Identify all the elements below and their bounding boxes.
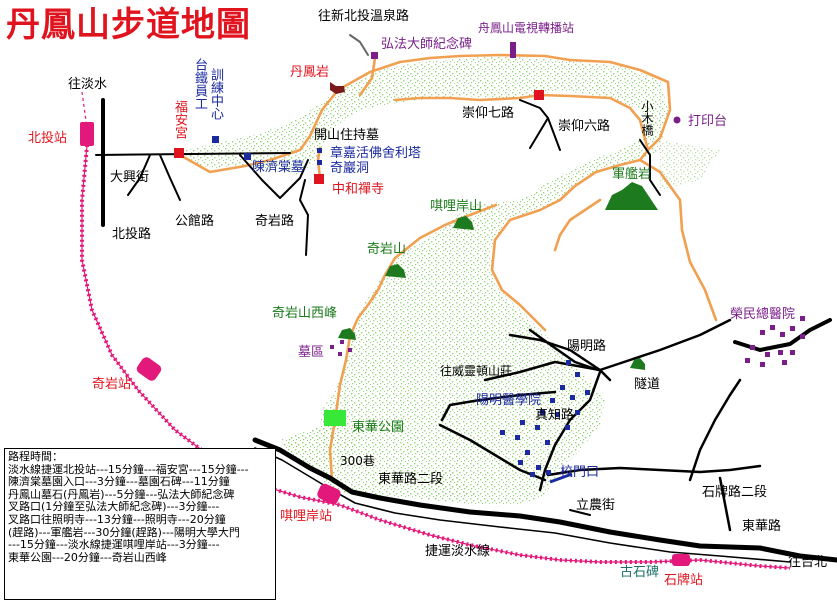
tunnel-mountain-icon (630, 358, 645, 370)
label-qiyan-mtn: 奇岩山 (367, 242, 407, 257)
label-lizhong-st: 立農街 (576, 498, 616, 513)
label-qilian-station: 唭哩岸站 (280, 509, 333, 524)
label-to-danshui: 往淡水 (68, 77, 108, 92)
label-gushi-stele: 古石碑 (620, 565, 660, 580)
print-platform-marker (673, 116, 681, 124)
qiyan-west-peak-icon (338, 328, 356, 340)
beitou-station-marker[interactable] (80, 122, 94, 146)
label-donghua-rd: 東華路 (742, 519, 782, 534)
travel-time-legend: 路程時間： 淡水線捷運北投站---15分鐘---福安宮---15分鐘--- 陳濟… (4, 448, 276, 600)
legend-line: 叉路口(1分鐘至弘法大師紀念碑)---3分鐘--- (8, 501, 220, 514)
temple-markers (174, 90, 544, 184)
qiyan-station-marker[interactable] (135, 355, 163, 382)
label-yangming-med: 陽明醫學院 (476, 393, 542, 408)
label-to-weiling: 往威靈頓山莊 (440, 364, 513, 378)
qilian-mountain-icon (453, 216, 474, 230)
label-print-platform: 打印台 (688, 114, 728, 129)
label-qiyan-cave: 奇巖洞 (330, 161, 370, 176)
label-beitou-station: 北投站 (28, 131, 68, 146)
legend-line: 路程時間： (8, 451, 63, 463)
label-school-gate: 校門口 (560, 465, 600, 480)
label-fuan-temple: 福安宮 (172, 100, 187, 139)
label-rail-training: 訓練中心 (208, 68, 223, 120)
page-title: 丹鳳山步道地圖 (6, 5, 251, 45)
hongfa-marker (371, 52, 378, 59)
label-hongfa: 弘法大師紀念碑 (381, 37, 473, 52)
label-tunnel: 隧道 (634, 377, 661, 392)
legend-line: 陳濟棠墓園入口---3分鐘---墓園石碑---11分鐘 (8, 476, 230, 489)
qiyan-mountain-icon (385, 264, 406, 278)
tv-station-marker (510, 42, 516, 58)
label-daxing-st: 大興街 (110, 170, 150, 185)
legend-line: 叉路口往照明寺---13分鐘---照明寺---20分鐘 (8, 513, 226, 526)
chongyang-marker[interactable] (534, 90, 544, 100)
label-lane300: 300巷 (340, 454, 375, 468)
label-qiyan-west-peak: 奇岩山西峰 (272, 306, 338, 321)
label-donghua-rd2: 東華路二段 (378, 472, 444, 487)
junjian-rock-icon (605, 182, 658, 210)
label-tv-station: 舟鳳山電視轉播站 (478, 21, 575, 35)
label-chongyang6: 崇仰六路 (558, 119, 611, 134)
label-qiyan-station: 奇岩站 (92, 377, 132, 392)
label-to-hotspring: 往新北投溫泉路 (318, 9, 410, 24)
trails (178, 53, 718, 482)
donghua-park-marker (324, 410, 346, 426)
label-chen-ji-tang: 陳濟棠墓 (252, 160, 305, 175)
label-beitou-rd: 北投路 (112, 227, 152, 242)
label-shipai-station: 石牌站 (664, 573, 704, 588)
label-gongguan-rd: 公館路 (175, 214, 215, 229)
legend-line: 淡水線捷運北投站---15分鐘---福安宮---15分鐘--- (8, 463, 249, 476)
label-qilian-mtn: 唭哩岸山 (430, 199, 483, 214)
label-shipai-rd2: 石牌路二段 (702, 485, 768, 500)
legend-line: 東華公園---20分鐘---奇岩山西峰 (8, 551, 167, 564)
label-small-bridge: 小木橋 (640, 100, 654, 136)
roads (95, 34, 837, 563)
label-cemetery: 墓區 (298, 345, 325, 360)
label-zhangjia: 章嘉活佛舍利塔 (330, 146, 422, 161)
fuan-temple-marker[interactable] (174, 148, 184, 158)
label-veterans-hospital: 榮民總醫院 (730, 307, 796, 322)
label-junjian-rock: 軍艦岩 (612, 167, 652, 182)
zhonghe-temple-marker[interactable] (314, 174, 324, 184)
label-to-taipei: 往台北 (788, 555, 828, 570)
label-kaishan-tomb: 開山住持墓 (314, 128, 380, 143)
qilian-station-marker[interactable] (316, 482, 343, 506)
label-chongyang7: 崇仰七路 (462, 106, 515, 121)
label-zhenzhi-rd: 真知路 (535, 408, 575, 423)
label-rail-training-a: 台鐵員工 (192, 58, 207, 110)
school-gate-marker (549, 472, 573, 484)
label-donghua-park: 東華公園 (352, 420, 405, 435)
legend-line: ---15分鐘---淡水線捷運唭哩岸站---3分鐘--- (8, 539, 220, 552)
mountains (338, 182, 658, 370)
label-danfeng-rock: 丹鳳岩 (290, 65, 330, 80)
legend-line: (趕路)---軍艦岩---30分鐘(趕路)---陽明大學大門 (8, 526, 240, 539)
stations (80, 122, 690, 566)
shipai-station-marker[interactable] (672, 554, 690, 566)
danfeng-rock-icon (330, 82, 345, 94)
purple-markers (330, 42, 805, 367)
label-yangming-rd: 陽明路 (567, 339, 607, 354)
label-qiyan-rd: 奇岩路 (255, 214, 295, 229)
label-zhonghe-temple: 中和禪寺 (332, 182, 385, 197)
legend-line: 丹鳳山墓石(丹鳳岩)---5分鐘---弘法大師紀念碑 (8, 488, 235, 501)
label-mrt-line: 捷運淡水線 (425, 544, 491, 559)
blue-markers (212, 136, 590, 477)
